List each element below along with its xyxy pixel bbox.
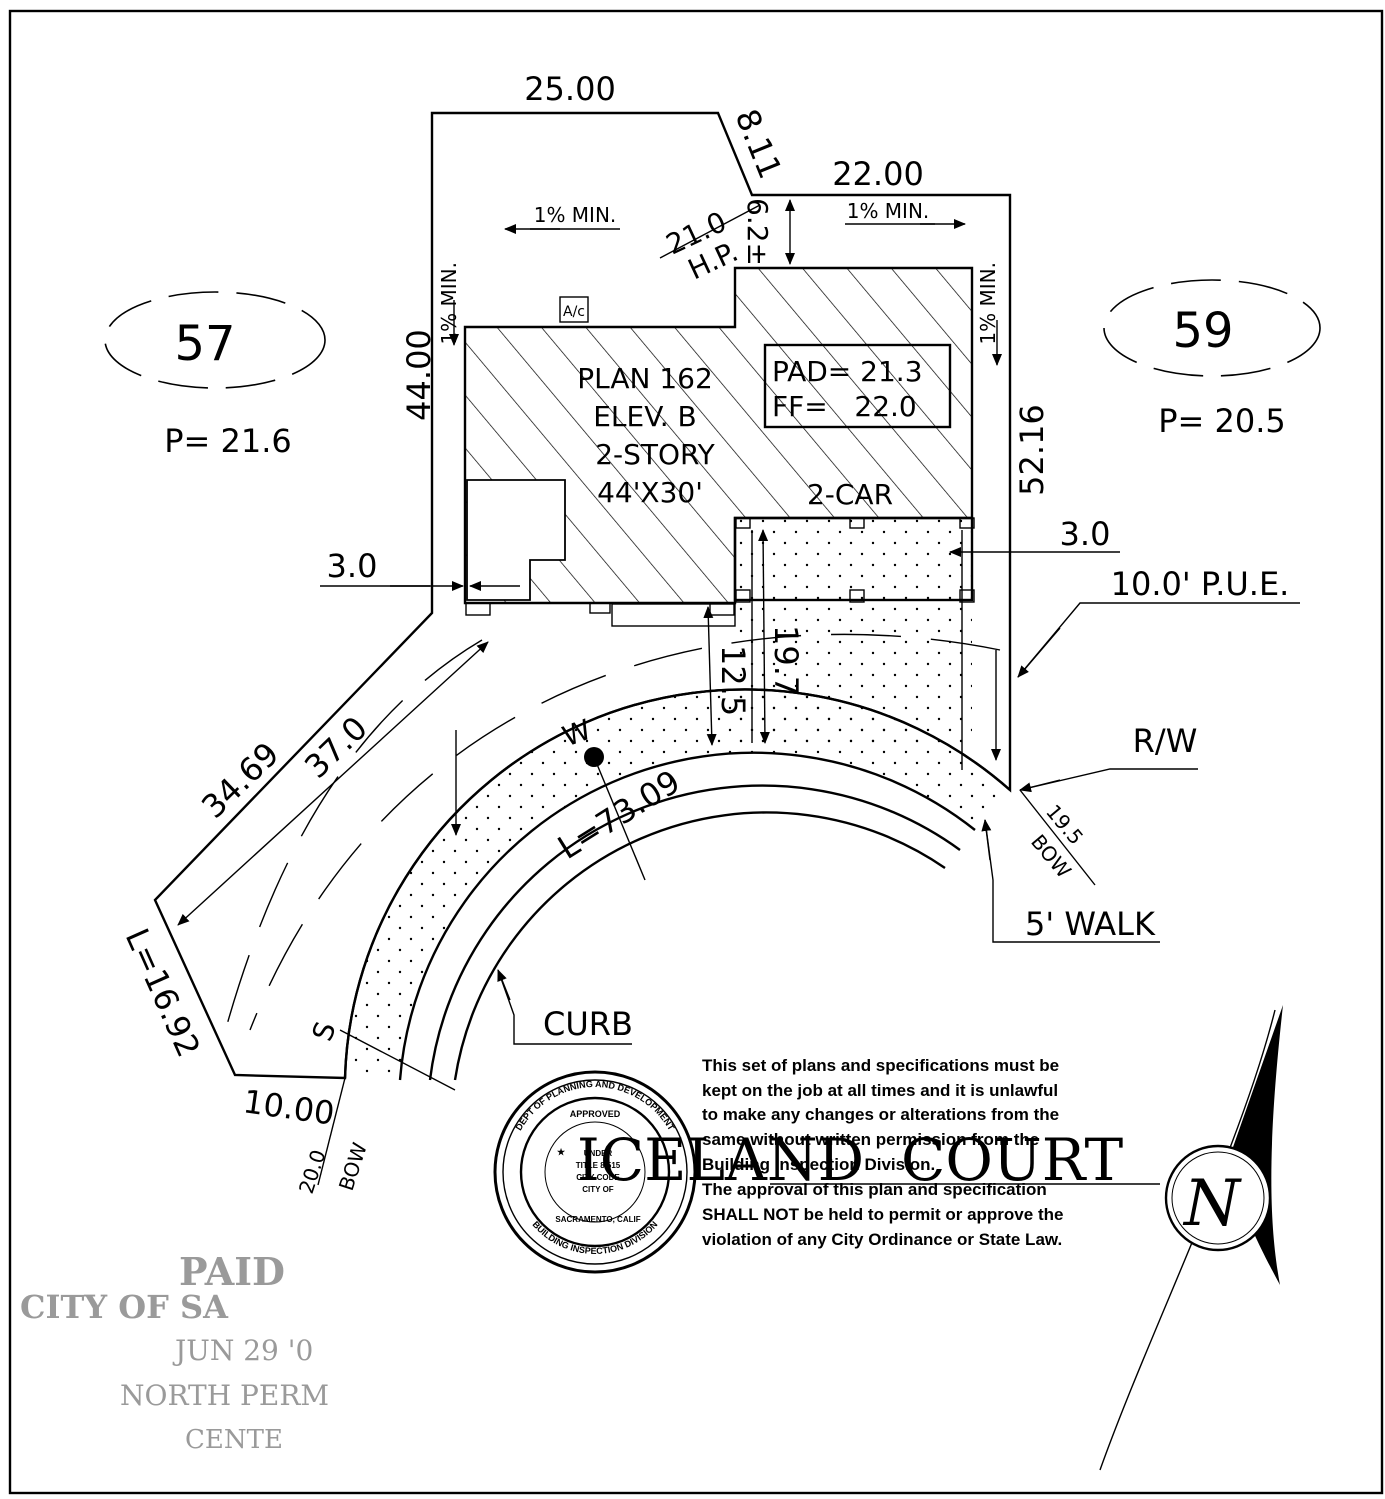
dim-angled-segment: 8.11 <box>728 104 790 184</box>
paid-line-3: JUN 29 '0 <box>172 1334 313 1367</box>
north-icon: N <box>1182 1167 1242 1241</box>
dim-arc-corner: L=16.92 <box>118 923 208 1063</box>
dim-driveway-length: 19.7 <box>767 625 805 696</box>
approval-note-line-7: SHALL NOT be held to permit or approve t… <box>702 1205 1063 1224</box>
dim-side-setback-line: 37.0 <box>297 709 375 786</box>
approval-note-line-4: same without written permission from the <box>702 1130 1039 1149</box>
dim-left-setback: 3.0 <box>327 547 378 585</box>
lot-59-marker <box>1103 279 1321 377</box>
paid-line-1: PAID <box>179 1249 285 1294</box>
paid-stamp: PAID CITY OF SA JUN 29 '0 NORTH PERM CEN… <box>20 1249 329 1455</box>
ac-label: A/c <box>563 304 585 320</box>
approval-note-line-6: The approval of this plan and specificat… <box>702 1180 1047 1199</box>
rw-label: R/W <box>1133 722 1198 760</box>
pad-elevation: PAD= 21.3 <box>772 355 923 388</box>
north-arrow: N <box>1099 1005 1283 1471</box>
porch <box>466 479 566 601</box>
finished-floor: FF= 22.0 <box>772 390 917 423</box>
dim-front-setback: 12.5 <box>714 645 752 716</box>
dim-top-width: 25.00 <box>524 70 616 108</box>
house-footprint <box>465 268 972 603</box>
plan-label: PLAN 162 <box>577 362 713 395</box>
ac-unit <box>559 296 589 323</box>
dim-right-setback: 3.0 <box>1060 515 1111 553</box>
curb-line <box>428 784 961 1081</box>
dim-right-depth: 52.16 <box>1013 404 1051 496</box>
dim-left-depth: 44.00 <box>400 329 438 421</box>
lot-59-number: 59 <box>1172 303 1233 359</box>
seal-approved: APPROVED <box>570 1109 621 1119</box>
driveway <box>735 518 972 743</box>
slope-left-side: 1% MIN. <box>437 262 461 345</box>
walk-back-line <box>398 751 976 1081</box>
sewer-label: S <box>306 1017 343 1045</box>
seal-code: CITY CODE <box>576 1173 620 1182</box>
lot-57-number: 57 <box>174 316 235 372</box>
approval-note-line-5: Building Inspection Division. <box>702 1155 935 1174</box>
pue-label: 10.0' P.U.E. <box>1111 565 1290 603</box>
sheet-border <box>8 9 1384 1495</box>
walk-label: 5' WALK <box>1025 905 1156 943</box>
lot-57-marker <box>104 291 326 389</box>
approval-note: This set of plans and specifications mus… <box>702 1056 1160 1249</box>
paid-line-4: NORTH PERM <box>120 1379 329 1412</box>
slope-top-right: 1% MIN. <box>847 199 930 223</box>
seal-title: TITLE 8 515 <box>576 1161 621 1170</box>
gutter-line <box>453 811 946 1081</box>
pad-elevation-box <box>763 343 952 429</box>
house-size-label: 44'X30' <box>597 476 703 509</box>
bow-left-value: 20.0 <box>294 1147 331 1197</box>
paid-line-2: CITY OF SA <box>20 1288 229 1326</box>
seal-under: UNDER <box>584 1149 613 1158</box>
approval-note-line-1: This set of plans and specifications mus… <box>702 1056 1059 1075</box>
bow-left-label: BOW <box>334 1139 372 1193</box>
walk-area <box>345 689 1010 1080</box>
dim-front-corner: 10.00 <box>241 1082 337 1132</box>
curb-label: CURB <box>543 1005 633 1043</box>
seal-star-icon: ★ <box>557 1147 566 1157</box>
slope-right-side: 1% MIN. <box>976 262 1000 345</box>
street-name: ICELAND COURT <box>577 1126 1124 1194</box>
approval-note-line-3: to make any changes or alterations from … <box>702 1105 1059 1124</box>
approval-note-line-8: violation of any City Ordinance or State… <box>702 1230 1062 1249</box>
hp-offset: 6.2± <box>741 198 774 266</box>
approval-note-line-2: kept on the job at all times and it is u… <box>702 1081 1058 1100</box>
seal-city: SACRAMENTO, CALIF <box>555 1215 640 1224</box>
slope-top-left: 1% MIN. <box>534 203 617 227</box>
dim-right-top-width: 22.00 <box>832 155 924 193</box>
paid-line-5: CENTE <box>185 1425 283 1455</box>
elevation-label: ELEV. B <box>593 400 697 433</box>
seal-city-of: CITY OF <box>582 1185 614 1194</box>
approval-seal: DEPT OF PLANNING AND DEVELOPMENT BUILDIN… <box>493 1070 697 1274</box>
lot-59-pad: P= 20.5 <box>1158 402 1286 440</box>
garage-label: 2-CAR <box>807 478 893 511</box>
stories-label: 2-STORY <box>595 438 715 471</box>
lot-57-pad: P= 21.6 <box>164 422 292 460</box>
